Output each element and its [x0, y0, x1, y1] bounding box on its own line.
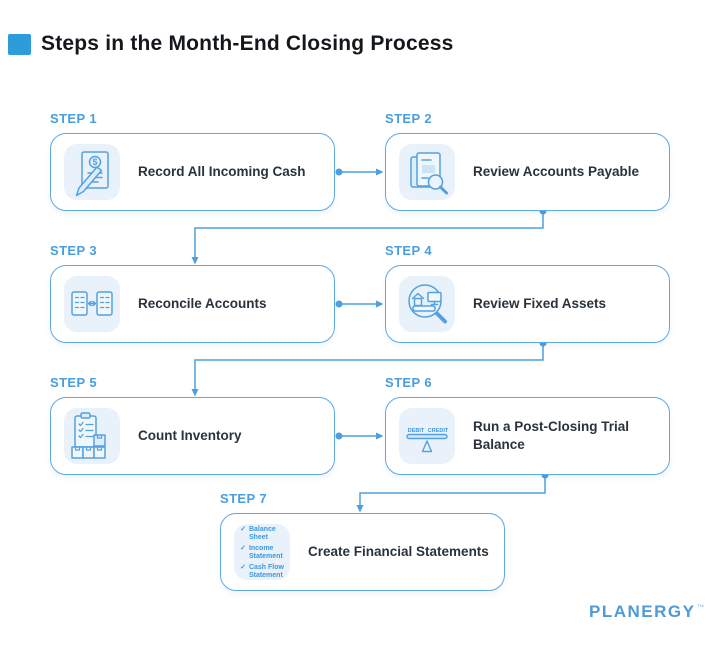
step-7-label: STEP 7 [220, 491, 267, 506]
step-2-card: Review Accounts Payable [385, 133, 670, 211]
checklist-item: ✓ Balance Sheet [240, 526, 286, 542]
brand-name: PLANERGY [589, 602, 696, 621]
step-6: STEP 6 DEBIT CREDIT Run a Post-Closing T… [385, 375, 670, 475]
step-3-text: Reconcile Accounts [138, 296, 267, 311]
connector-dot-step5 [335, 432, 343, 440]
step-1: STEP 1 $ Record All Incoming Cash [50, 111, 335, 211]
fixed-assets-magnifier-icon [399, 276, 455, 332]
step-2-text: Review Accounts Payable [473, 164, 640, 179]
step-2: STEP 2 Review Accounts Payable [385, 111, 670, 211]
step-5-card: Count Inventory [50, 397, 335, 475]
dollar-glyph: $ [92, 157, 97, 167]
step-6-text: Run a Post-Closing Trial Balance [473, 419, 630, 452]
statements-checklist: ✓ Balance Sheet ✓ Income Statement ✓ Cas… [238, 524, 286, 580]
checklist-item-label: Cash Flow Statement [248, 564, 284, 579]
ledger-sync-icon [64, 276, 120, 332]
step-1-card: $ Record All Incoming Cash [50, 133, 335, 211]
debit-label: DEBIT [408, 428, 425, 434]
step-4-text: Review Fixed Assets [473, 296, 607, 311]
page-title: Steps in the Month-End Closing Process [41, 32, 454, 55]
balance-scale-icon: DEBIT CREDIT [399, 408, 455, 464]
step-7-card: ✓ Balance Sheet ✓ Income Statement ✓ Cas… [220, 513, 505, 591]
checklist-item-label: Income Statement [248, 545, 283, 560]
step-1-label: STEP 1 [50, 111, 97, 126]
brand-logo: PLANERGY™ [589, 602, 704, 622]
connector-dot-step1 [335, 168, 343, 176]
step-6-label: STEP 6 [385, 375, 432, 390]
checklist-item: ✓ Income Statement [240, 545, 286, 561]
step-5-label: STEP 5 [50, 375, 97, 390]
check-icon: ✓ [240, 545, 246, 552]
step-2-label: STEP 2 [385, 111, 432, 126]
documents-magnifier-icon [399, 144, 455, 200]
step-1-text: Record All Incoming Cash [138, 164, 306, 179]
step-4-card: Review Fixed Assets [385, 265, 670, 343]
step-7-text: Create Financial Statements [308, 544, 489, 559]
checklist-item: ✓ Cash Flow Statement [240, 564, 286, 580]
step-3: STEP 3 Reconcile Accounts [50, 243, 335, 343]
financial-statements-checklist-icon: ✓ Balance Sheet ✓ Income Statement ✓ Cas… [234, 524, 290, 580]
step-3-card: Reconcile Accounts [50, 265, 335, 343]
credit-label: CREDIT [428, 428, 449, 434]
checklist-item-label: Balance Sheet [248, 526, 276, 541]
step-7: STEP 7 ✓ Balance Sheet ✓ Income Statemen… [220, 491, 505, 591]
inventory-boxes-icon [64, 408, 120, 464]
connector-dot-step3 [335, 300, 343, 308]
step-4-label: STEP 4 [385, 243, 432, 258]
step-5: STEP 5 Count I [50, 375, 335, 475]
invoice-pencil-icon: $ [64, 144, 120, 200]
check-icon: ✓ [240, 564, 246, 571]
step-4: STEP 4 Review Fixed Assets [385, 243, 670, 343]
title-bullet-square [8, 34, 31, 55]
step-3-label: STEP 3 [50, 243, 97, 258]
step-6-card: DEBIT CREDIT Run a Post-Closing Trial Ba… [385, 397, 670, 475]
check-icon: ✓ [240, 526, 246, 533]
trademark-symbol: ™ [696, 603, 705, 613]
header: Steps in the Month-End Closing Process [8, 31, 453, 57]
step-5-text: Count Inventory [138, 428, 242, 443]
